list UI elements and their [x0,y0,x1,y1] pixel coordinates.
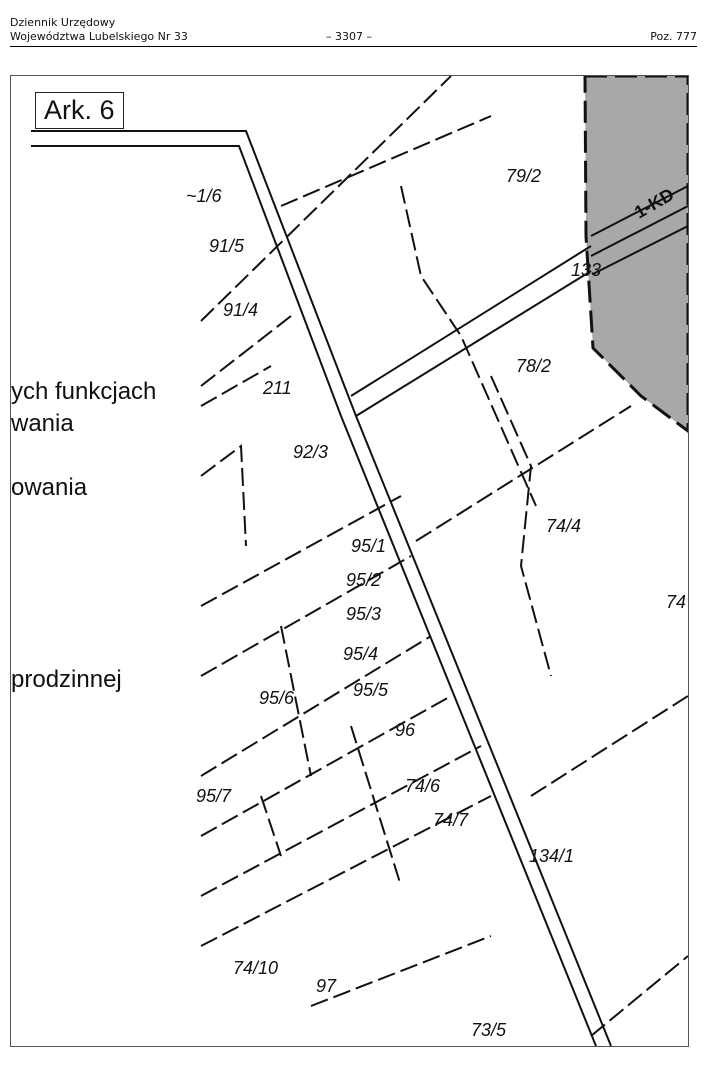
parcel-number: 96 [395,720,416,740]
parcel-number: 92/3 [293,442,328,462]
journal-subtitle: Województwa Lubelskiego Nr 33 [10,30,188,43]
parcel-number: 74 [666,592,686,612]
parcel-number: 73/5 [471,1020,507,1040]
legend-panel [11,76,201,1046]
legend-fragment: prodzinnej [11,666,122,693]
map-frame: 79/2 ~1/6 91/5 91/4 133 78/2 211 92/3 74/4 95/1 95… [10,75,689,1047]
header-rule [10,46,697,47]
parcel-number: 97 [316,976,337,996]
sheet-label: Ark. 6 [35,92,124,129]
parcel-number: 95/7 [196,786,232,806]
page-header: Dziennik Urzędowy Województwa Lubelskieg… [10,0,697,48]
parcel-number: 95/3 [346,604,381,624]
parcel-number: 211 [262,378,292,398]
legend-fragment: wania [11,410,74,437]
parcel-number: 91/4 [223,300,258,320]
parcel-number: 134/1 [529,846,574,866]
parcel-number: 74/7 [433,810,469,830]
parcel-number: 95/2 [346,570,381,590]
parcel-boundaries [200,76,688,1037]
legend-fragment: ych funkcjach [11,378,157,405]
parcel-number: 95/5 [353,680,389,700]
cadastral-map: 79/2 ~1/6 91/5 91/4 133 78/2 211 92/3 74/4 95/1 95… [11,76,688,1046]
position-number: Poz. 777 [650,30,697,43]
parcel-labels: 79/2 ~1/6 91/5 91/4 133 78/2 211 92/3 74/4 95/1 95… [186,166,686,1040]
legend-fragment: owania [11,474,88,501]
parcel-number: ~1/6 [186,186,223,206]
parcel-number: 133 [571,260,601,280]
parcel-number: 78/2 [516,356,551,376]
planning-zone [583,76,688,433]
parcel-number: 74/10 [233,958,278,978]
parcel-number: 95/1 [351,536,386,556]
parcel-number: 74/4 [546,516,581,536]
parcel-number: 91/5 [209,236,245,256]
parcel-number: 79/2 [506,166,541,186]
page-number: – 3307 – [326,30,372,43]
road-lines [31,130,688,1046]
parcel-number: 95/4 [343,644,378,664]
parcel-number: 95/6 [259,688,295,708]
journal-title: Dziennik Urzędowy [10,16,116,29]
parcel-number: 74/6 [405,776,441,796]
